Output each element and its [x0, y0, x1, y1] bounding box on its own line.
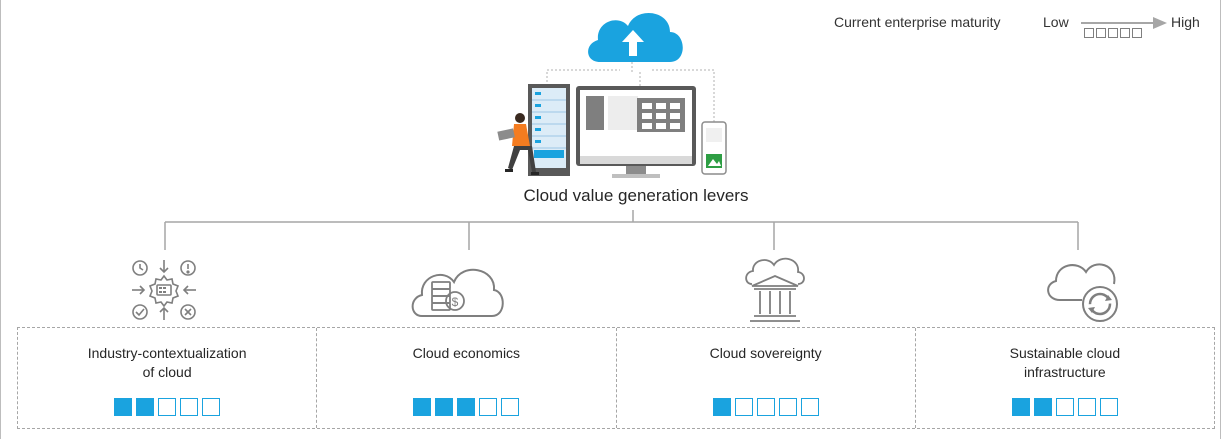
maturity-square-filled: [1011, 398, 1030, 416]
maturity-rating: [114, 398, 221, 416]
phone-icon: [701, 121, 727, 175]
legend-high-label: High: [1171, 14, 1200, 30]
maturity-square-filled: [114, 398, 133, 416]
maturity-square-empty: [1077, 398, 1096, 416]
maturity-rating: [1011, 398, 1118, 416]
cloud-pillar-building-icon: [745, 257, 805, 322]
maturity-square-empty: [1055, 398, 1074, 416]
lever-label: Sustainable cloud infrastructure: [1009, 345, 1121, 380]
lever-label: Cloud sovereignty: [709, 345, 822, 361]
legend-arrow-icon: [1081, 17, 1167, 29]
legend-scale-square: [1096, 28, 1106, 38]
lever-label: Cloud economics: [412, 345, 521, 361]
legend-scale-square: [1120, 28, 1130, 38]
maturity-square-empty: [158, 398, 177, 416]
legend-scale-square: [1108, 28, 1118, 38]
dotted-links: [546, 62, 715, 122]
maturity-square-empty: [479, 398, 498, 416]
legend-scale: [1084, 28, 1142, 38]
legend-title: Current enterprise maturity: [834, 14, 1001, 30]
maturity-square-empty: [501, 398, 520, 416]
maturity-square-empty: [800, 398, 819, 416]
maturity-square-empty: [1099, 398, 1118, 416]
legend-scale-square: [1084, 28, 1094, 38]
hub-title: Cloud value generation levers: [523, 186, 749, 205]
maturity-rating: [413, 398, 520, 416]
person-with-laptop-icon: [497, 113, 539, 175]
cloud-coins-icon: $: [411, 268, 504, 317]
server-rack-icon: [528, 84, 570, 176]
legend-low-label: Low: [1043, 14, 1069, 30]
lever-label: Industry-contextualization of cloud: [87, 345, 247, 380]
cloud-upload-icon: [588, 13, 683, 63]
lever-card-sustainable-infrastructure: Sustainable cloud infrastructure: [916, 328, 1214, 428]
maturity-rating: [712, 398, 819, 416]
maturity-square-empty: [180, 398, 199, 416]
maturity-square-filled: [136, 398, 155, 416]
maturity-square-empty: [778, 398, 797, 416]
svg-text:$: $: [452, 295, 459, 309]
maturity-square-filled: [712, 398, 731, 416]
monitor-icon: [576, 86, 696, 178]
legend-scale-square: [1132, 28, 1142, 38]
lever-card-cloud-sovereignty: Cloud sovereignty: [617, 328, 916, 428]
lever-card-row: Industry-contextualization of cloud Clou…: [17, 327, 1215, 429]
maturity-square-filled: [435, 398, 454, 416]
maturity-square-empty: [202, 398, 221, 416]
maturity-square-empty: [756, 398, 775, 416]
maturity-square-filled: [413, 398, 432, 416]
gear-process-icon: [132, 260, 196, 320]
cloud-computing-illustration: [497, 13, 727, 178]
cloud-recycle-icon: [1047, 263, 1118, 322]
maturity-square-filled: [1033, 398, 1052, 416]
maturity-square-empty: [734, 398, 753, 416]
lever-card-cloud-economics: Cloud economics: [317, 328, 617, 428]
maturity-square-filled: [457, 398, 476, 416]
lever-card-industry-contextualization: Industry-contextualization of cloud: [18, 328, 318, 428]
